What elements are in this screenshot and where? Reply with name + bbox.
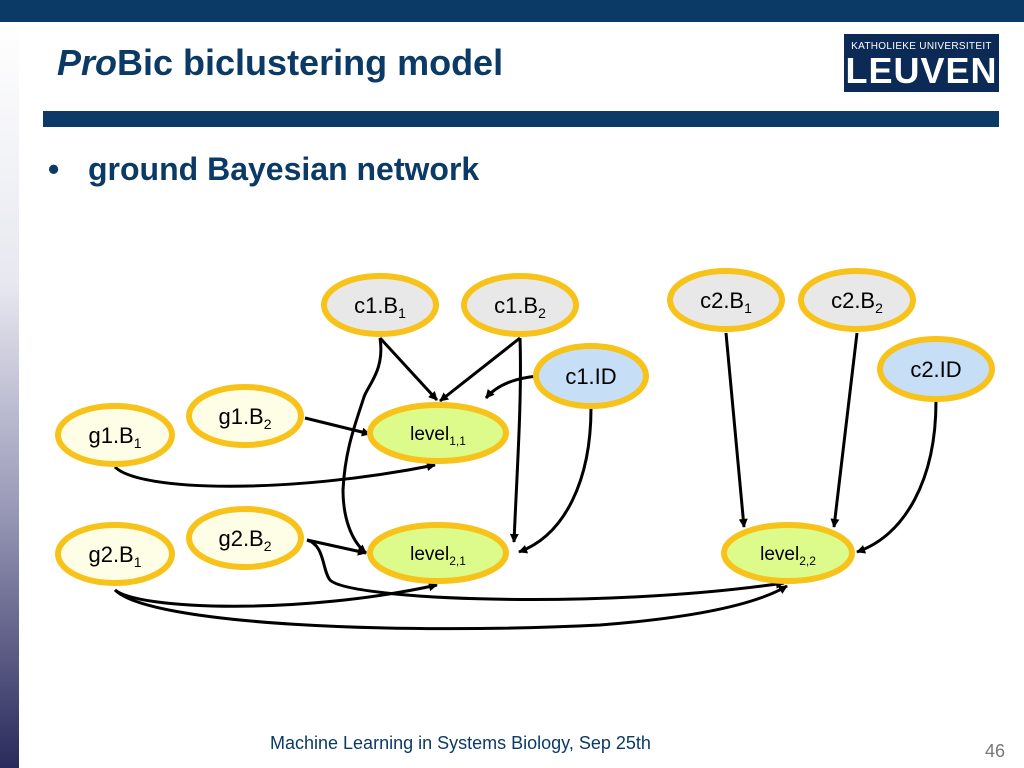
svg-text:g2.B2: g2.B2 xyxy=(218,526,271,554)
svg-text:level2,2: level2,2 xyxy=(760,544,816,568)
node-c2-b1-sub: 1 xyxy=(744,300,752,316)
edge-g1b1-level11 xyxy=(113,462,436,488)
node-c1-b2: c1.B2 xyxy=(461,273,579,337)
node-g1-b2-sub: 2 xyxy=(264,416,272,432)
node-g1-b1-label: g1.B xyxy=(88,423,133,448)
svg-text:c1.B1: c1.B1 xyxy=(354,293,406,321)
svg-text:c1.B2: c1.B2 xyxy=(494,293,546,321)
edge-c1id-level21 xyxy=(518,407,593,554)
node-c2-b2-label: c2.B xyxy=(831,288,875,313)
node-c2-b1-label: c2.B xyxy=(700,288,744,313)
university-logo: KATHOLIEKE UNIVERSITEIT LEUVEN xyxy=(844,34,999,92)
logo-line-2: LEUVEN xyxy=(845,50,998,91)
node-level-2-2: level2,2 xyxy=(721,522,855,584)
node-level-1-1-sub: 1,1 xyxy=(449,434,466,448)
node-c2-b2: c2.B2 xyxy=(798,268,916,332)
edge-g2b1-level21 xyxy=(114,582,438,608)
node-c2-id: c2.ID xyxy=(877,336,995,402)
node-g2-b1: g2.B1 xyxy=(55,522,175,586)
edge-c2id-level22 xyxy=(856,400,938,554)
logo-line-1: KATHOLIEKE UNIVERSITEIT xyxy=(851,41,992,52)
bullet-item: • ground Bayesian network xyxy=(48,151,479,188)
edge-g1b2-level11 xyxy=(304,416,371,437)
node-c1-id: c1.ID xyxy=(533,343,649,409)
node-g2-b2-label: g2.B xyxy=(218,526,263,551)
node-c1-b2-label: c1.B xyxy=(494,293,538,318)
title-rest: Bic biclustering model xyxy=(117,42,504,83)
svg-text:g1.B2: g1.B2 xyxy=(218,404,271,432)
svg-text:g2.B1: g2.B1 xyxy=(88,542,141,570)
node-g2-b1-sub: 1 xyxy=(134,554,142,570)
node-c1-b1-sub: 1 xyxy=(398,305,406,321)
node-c1-id-label: c1.ID xyxy=(565,364,616,389)
node-c1-b2-sub: 2 xyxy=(538,305,546,321)
title-italic-part: Pro xyxy=(57,42,118,83)
svg-text:level1,1: level1,1 xyxy=(410,424,466,448)
edge-c2b2-level22 xyxy=(830,332,859,528)
svg-text:level2,1: level2,1 xyxy=(410,544,466,568)
slide-footer: Machine Learning in Systems Biology, Sep… xyxy=(270,733,651,753)
svg-text:c2.B1: c2.B1 xyxy=(700,288,752,316)
node-c1-b1: c1.B1 xyxy=(321,273,439,337)
edge-c1b2-level21 xyxy=(509,337,522,543)
node-c2-id-label: c2.ID xyxy=(910,357,961,382)
node-level-2-1: level2,1 xyxy=(367,522,509,584)
bullet-text: ground Bayesian network xyxy=(88,151,480,187)
node-g2-b1-label: g2.B xyxy=(88,542,133,567)
slide-title: ProBic biclustering model xyxy=(57,42,503,84)
edge-c1b1-level21 xyxy=(341,337,383,555)
node-level-1-1: level1,1 xyxy=(367,402,509,464)
edge-c1id-level11 xyxy=(484,374,539,400)
edge-c1b2-level11 xyxy=(439,336,521,403)
node-g1-b1: g1.B1 xyxy=(55,403,175,467)
node-g1-b2: g1.B2 xyxy=(186,384,304,448)
edge-c2b1-level22 xyxy=(724,332,748,528)
node-level-2-2-sub: 2,2 xyxy=(799,554,816,568)
edge-c1b1-level11 xyxy=(378,336,439,402)
node-level-1-1-label: level xyxy=(410,424,449,445)
node-g1-b1-sub: 1 xyxy=(134,435,142,451)
top-header-bar xyxy=(0,0,1024,22)
svg-text:c2.B2: c2.B2 xyxy=(831,288,883,316)
node-c1-b1-label: c1.B xyxy=(354,293,398,318)
node-level-2-1-label: level xyxy=(410,544,449,565)
edge-g2b1-level22 xyxy=(113,584,788,631)
node-c2-b1: c2.B1 xyxy=(667,268,785,332)
title-underline-bar xyxy=(43,111,999,127)
svg-text:g1.B1: g1.B1 xyxy=(88,423,141,451)
node-level-2-1-sub: 2,1 xyxy=(449,554,466,568)
bullet-dot: • xyxy=(48,151,60,187)
node-g2-b2-sub: 2 xyxy=(264,538,272,554)
node-level-2-2-label: level xyxy=(760,544,799,565)
node-g1-b2-label: g1.B xyxy=(218,404,263,429)
edge-g2b2-level21 xyxy=(306,538,367,556)
left-gradient-strip xyxy=(0,22,19,768)
node-c2-b2-sub: 2 xyxy=(875,300,883,316)
page-number: 46 xyxy=(985,741,1006,761)
node-g2-b2: g2.B2 xyxy=(186,506,304,570)
